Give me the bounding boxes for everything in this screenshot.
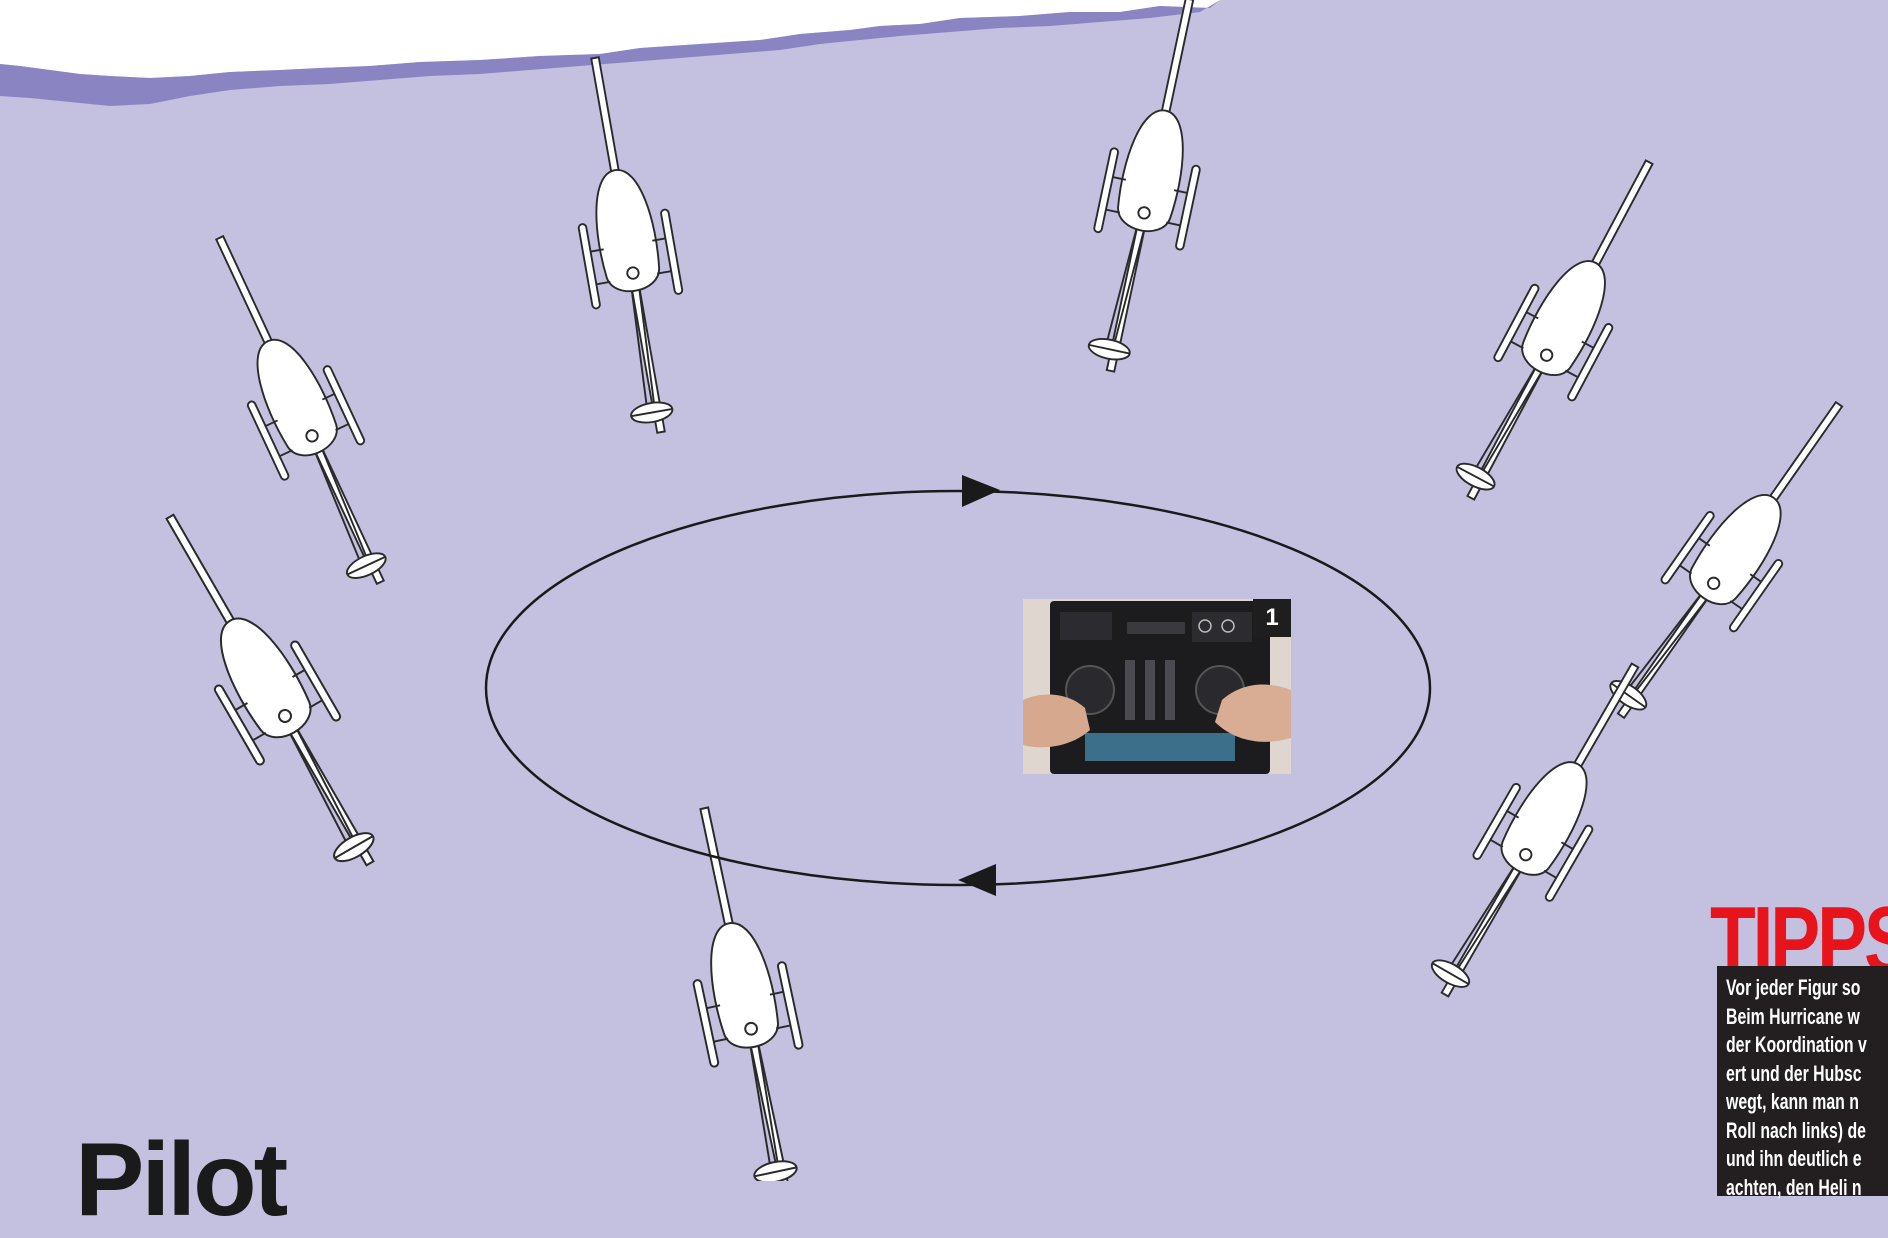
pilot-heading: Pilot (75, 1128, 285, 1232)
helicopter-icon (550, 50, 706, 440)
tipps-line: Roll nach links) de (1726, 1117, 1888, 1146)
helicopter-icon (658, 799, 832, 1181)
tipps-line: Vor jeder Figur so (1726, 974, 1888, 1003)
transmitter-photo (1023, 599, 1291, 774)
tipps-line: und ihn deutlich e (1726, 1145, 1888, 1174)
tipps-line: wegt, kann man n (1726, 1088, 1888, 1117)
arrow-right-icon (962, 475, 1000, 507)
torn-paper-edge (0, 0, 1220, 78)
photo-number-badge: 1 (1253, 599, 1291, 637)
helicopter-icon (178, 219, 421, 602)
tipps-line: achten, den Heli n (1726, 1174, 1888, 1203)
helicopter-icon (1431, 141, 1690, 519)
tipps-line: Beim Hurricane w (1726, 1003, 1888, 1032)
helicopter-icon (1066, 0, 1234, 380)
tipps-text: Vor jeder Figur so Beim Hurricane w der … (1726, 974, 1888, 1202)
tipps-line: der Koordination v (1726, 1031, 1888, 1060)
tipps-line: ert und der Hubsc (1726, 1060, 1888, 1089)
arrow-left-icon (958, 864, 996, 896)
hurricane-diagram (0, 0, 1888, 1181)
